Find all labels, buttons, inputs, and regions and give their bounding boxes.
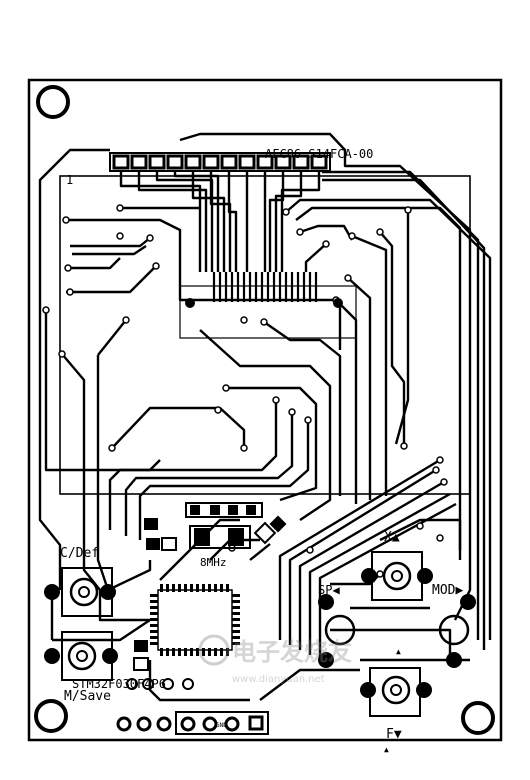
bottom-connector — [116, 678, 269, 735]
button-cdef — [44, 567, 116, 617]
mounting-hole-bottom-left — [34, 699, 68, 733]
label-x: X▲ — [384, 530, 400, 545]
label-mod: MOD▶ — [432, 583, 463, 598]
traces — [38, 132, 492, 702]
button-sp — [318, 594, 356, 668]
button-x — [361, 551, 433, 601]
button-msave — [44, 631, 118, 681]
pin1-marker: 1 — [66, 173, 73, 187]
vias — [42, 204, 448, 578]
mcu-chip — [150, 584, 240, 656]
header-label: AFC86 S14FCA-00 — [265, 147, 373, 161]
label-sp: SP◀ — [318, 583, 340, 597]
mounting-hole-bottom-right — [461, 701, 495, 735]
label-msave: M/Save — [64, 689, 111, 704]
via-dots — [185, 298, 343, 308]
gnd-mark: GND — [216, 722, 227, 729]
fpc-pads — [212, 272, 318, 302]
crystal-label: 8MHz — [200, 556, 227, 569]
mounting-holes — [34, 85, 495, 735]
watermark-logo: 电子发烧友 www.dianyuan.net — [198, 634, 352, 685]
mounting-hole-top-left — [36, 85, 70, 119]
watermark-url: www.dianyuan.net — [232, 674, 325, 685]
button-mod — [438, 594, 476, 668]
label-cdef: C/Def — [60, 546, 99, 561]
fpc-outline — [179, 285, 357, 339]
arrow-up-mid: ▲ — [396, 647, 401, 656]
header-connector — [109, 152, 331, 172]
button-f — [360, 667, 432, 717]
watermark-text: 电子发烧友 — [232, 638, 352, 666]
arrow-up-bottom: ▲ — [384, 745, 389, 754]
label-f: F▼ — [386, 727, 402, 742]
components — [133, 502, 287, 671]
board-outline — [27, 78, 503, 742]
